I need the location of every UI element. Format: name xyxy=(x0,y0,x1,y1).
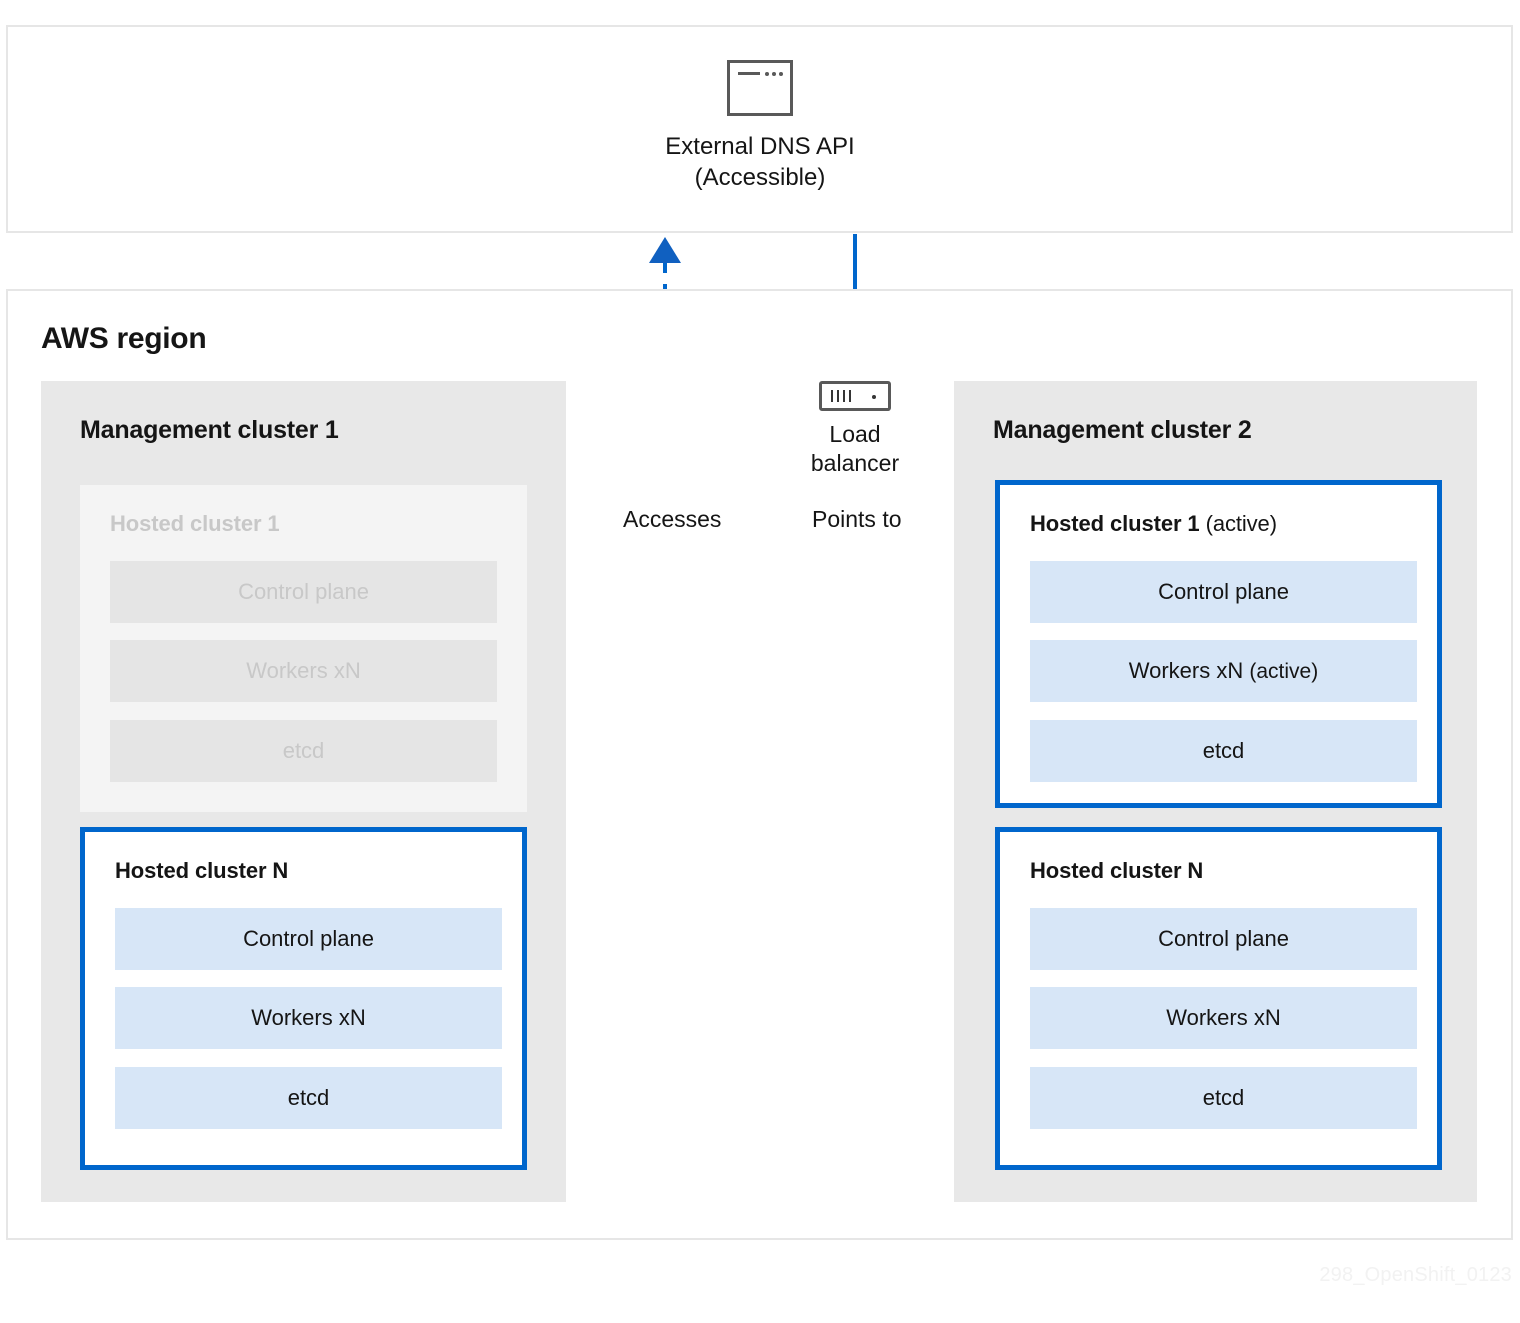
management-cluster-2: Management cluster 2 Hosted cluster 1 (a… xyxy=(954,381,1477,1202)
management-cluster-1: Management cluster 1 Hosted cluster 1 Co… xyxy=(41,381,566,1202)
hosted-cluster-1-active-title: Hosted cluster 1 (active) xyxy=(1030,511,1277,536)
edge-label-points-to: Points to xyxy=(806,506,908,533)
workers-row-state: (active) xyxy=(1249,660,1319,683)
hosted-cluster-1-active-state: (active) xyxy=(1205,511,1277,536)
external-dns-subtitle: (Accessible) xyxy=(694,164,826,191)
etcd-row: etcd xyxy=(115,1067,502,1129)
browser-window-titlebar-line xyxy=(738,72,760,75)
watermark: 298_OpenShift_0123 xyxy=(1319,1264,1512,1286)
hosted-cluster-n-right: Hosted cluster N Control plane Workers x… xyxy=(995,827,1442,1170)
control-plane-row: Control plane xyxy=(115,908,502,970)
load-balancer-icon xyxy=(760,381,950,411)
external-dns-title: External DNS API xyxy=(665,133,855,160)
load-balancer-dot xyxy=(872,395,876,399)
load-balancer-label-line1: Load xyxy=(829,421,881,447)
etcd-row: etcd xyxy=(110,720,497,782)
control-plane-row: Control plane xyxy=(1030,561,1417,623)
load-balancer-ticks xyxy=(831,390,851,402)
hosted-cluster-1-inactive: Hosted cluster 1 Control plane Workers x… xyxy=(80,485,527,812)
workers-row: Workers xN xyxy=(115,987,502,1049)
workers-row: Workers xN xyxy=(110,640,497,702)
etcd-row: etcd xyxy=(1030,720,1417,782)
hosted-cluster-1-active: Hosted cluster 1 (active) Control plane … xyxy=(995,480,1442,808)
hosted-cluster-n-left: Hosted cluster N Control plane Workers x… xyxy=(80,827,527,1170)
arrowhead-accesses xyxy=(649,237,681,263)
aws-region-title: AWS region xyxy=(41,322,207,355)
edge-label-accesses: Accesses xyxy=(617,506,728,533)
control-plane-row: Control plane xyxy=(1030,908,1417,970)
workers-row: Workers xN (active) xyxy=(1030,640,1417,702)
control-plane-row: Control plane xyxy=(110,561,497,623)
hosted-cluster-n-right-title: Hosted cluster N xyxy=(1030,858,1204,883)
load-balancer-label-line2: balancer xyxy=(810,450,900,476)
management-cluster-2-title: Management cluster 2 xyxy=(993,416,1252,444)
hosted-cluster-1-inactive-title: Hosted cluster 1 xyxy=(110,511,280,536)
etcd-row: etcd xyxy=(1030,1067,1417,1129)
hosted-cluster-n-left-title: Hosted cluster N xyxy=(115,858,289,883)
external-dns-frame xyxy=(6,25,1513,233)
browser-window-icon xyxy=(600,60,920,116)
external-dns-node: External DNS API (Accessible) xyxy=(600,60,920,193)
workers-row: Workers xN xyxy=(1030,987,1417,1049)
browser-window-dots xyxy=(765,72,783,76)
management-cluster-1-title: Management cluster 1 xyxy=(80,416,339,444)
load-balancer-node: Load balancer xyxy=(760,381,950,478)
